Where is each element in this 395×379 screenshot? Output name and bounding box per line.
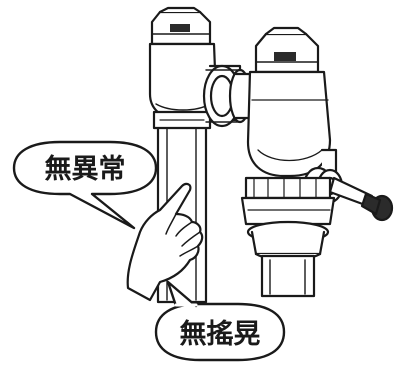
- union-nut: [202, 64, 252, 128]
- callout-bubble-normal: [12, 140, 158, 230]
- callout-bubble-no-wobble: [154, 280, 286, 362]
- callout-text-normal: 無異常: [45, 154, 126, 185]
- hand-icon: [126, 182, 204, 302]
- callout-text-no-wobble: 無搖晃: [180, 319, 261, 350]
- right-outlet-pipe: [260, 254, 316, 298]
- outlet-nut: [240, 176, 336, 262]
- right-flush-valve: [246, 26, 338, 192]
